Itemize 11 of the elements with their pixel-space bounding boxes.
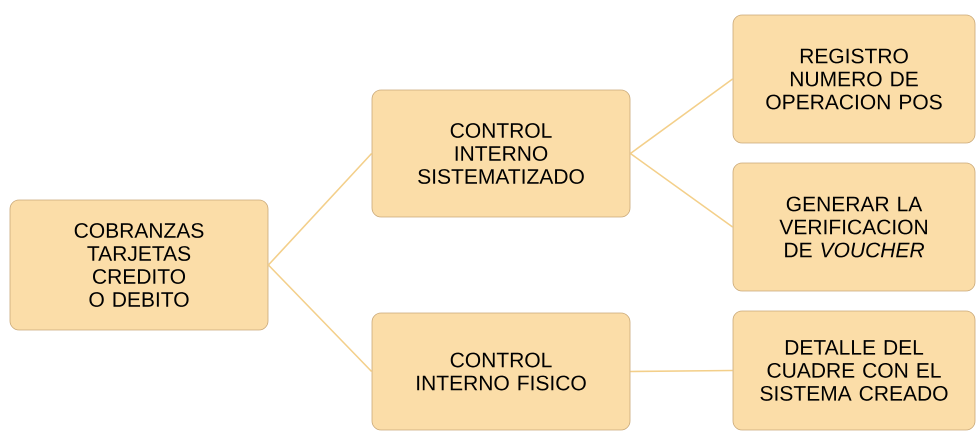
process-box: CONTROL INTERNO SISTEMATIZADO: [372, 90, 630, 218]
connector-line: [268, 152, 372, 266]
process-box: DETALLE DEL CUADRE CON EL SISTEMA CREADO: [732, 310, 976, 430]
process-box: COBRANZAS TARJETAS CREDITO O DEBITO: [10, 200, 268, 330]
connector-line: [268, 264, 372, 372]
connector-line: [630, 152, 734, 228]
connector-line: [630, 78, 734, 154]
process-box: REGISTRO NUMERO DE OPERACION POS: [732, 14, 976, 144]
process-box: CONTROL INTERNO FISICO: [372, 312, 630, 430]
process-box: GENERAR LA VERIFICACION DE VOUCHER: [732, 162, 976, 292]
connector-line: [630, 370, 733, 372]
